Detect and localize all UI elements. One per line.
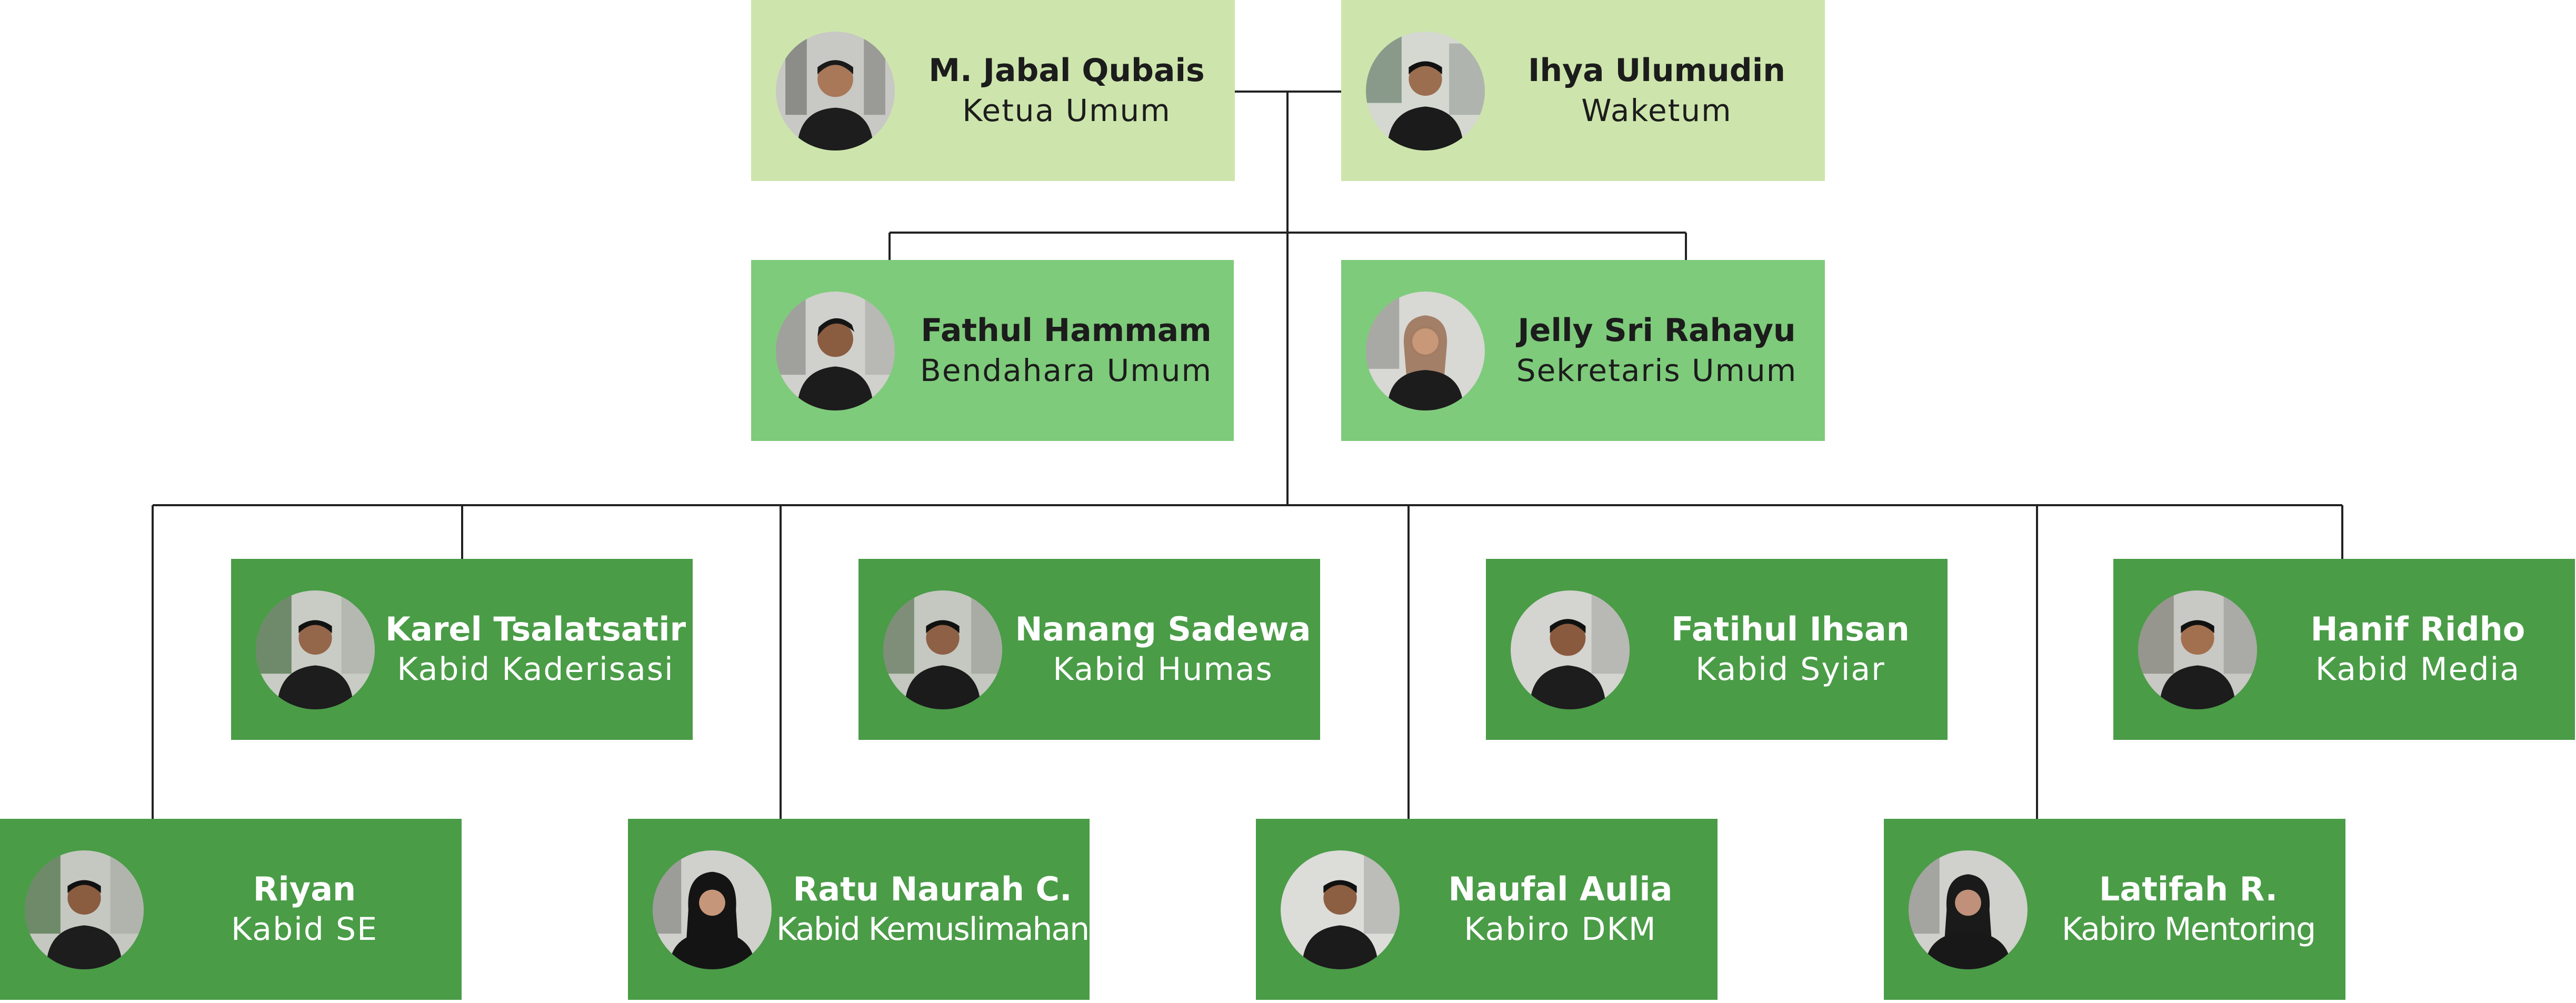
person-role: Kabid Syiar [1695, 651, 1885, 688]
person-role: Ketua Umum [962, 93, 1171, 128]
card-kabid-media: Hanif Ridho Kabid Media [2113, 559, 2575, 740]
avatar [776, 292, 895, 410]
person-name: Latifah R. [2099, 870, 2278, 908]
card-kabid-se: Riyan Kabid SE [0, 819, 462, 1000]
person-role: Kabiro DKM [1464, 911, 1657, 948]
avatar [883, 590, 1002, 709]
avatar [2138, 590, 2257, 709]
avatar [653, 850, 772, 969]
person-name: Ratu Naurah C. [793, 870, 1072, 908]
person-name: Nanang Sadewa [1015, 610, 1311, 648]
person-role: Kabid Humas [1053, 651, 1273, 688]
avatar [1366, 32, 1485, 151]
person-role: Sekretaris Umum [1516, 353, 1798, 388]
card-kabid-kemuslimahan: Ratu Naurah C. Kabid Kemuslimahan [628, 819, 1090, 1000]
person-name: Jelly Sri Rahayu [1517, 312, 1796, 349]
person-name: Hanif Ridho [2310, 610, 2525, 648]
card-kabid-kaderisasi: Karel Tsalatsatir Kabid Kaderisasi [231, 559, 693, 740]
person-role: Kabid SE [231, 911, 378, 948]
person-role: Kabid Media [2315, 651, 2521, 688]
card-waketum: Ihya Ulumudin Waketum [1341, 0, 1825, 181]
person-name: Fathul Hammam [921, 312, 1212, 349]
card-sekretaris-umum: Jelly Sri Rahayu Sekretaris Umum [1341, 260, 1825, 441]
person-role: Kabid Kemuslimahan [776, 911, 1090, 948]
person-name: Naufal Aulia [1448, 870, 1673, 908]
person-name: Ihya Ulumudin [1528, 52, 1785, 89]
card-kabid-syiar: Fatihul Ihsan Kabid Syiar [1486, 559, 1948, 740]
avatar [256, 590, 375, 709]
person-role: Kabiro Mentoring [2061, 911, 2316, 948]
avatar [25, 850, 144, 969]
person-role: Waketum [1581, 93, 1732, 128]
person-name: Riyan [253, 870, 356, 908]
avatar [1366, 292, 1485, 410]
avatar [1281, 850, 1400, 969]
person-role: Kabid Kaderisasi [397, 651, 674, 688]
card-kabiro-dkm: Naufal Aulia Kabiro DKM [1256, 819, 1718, 1000]
person-role: Bendahara Umum [920, 353, 1212, 388]
card-kabid-humas: Nanang Sadewa Kabid Humas [858, 559, 1320, 740]
person-name: Karel Tsalatsatir [385, 610, 686, 648]
person-name: M. Jabal Qubais [928, 52, 1205, 89]
card-kabiro-mentoring: Latifah R. Kabiro Mentoring [1884, 819, 2345, 1000]
card-ketua-umum: M. Jabal Qubais Ketua Umum [751, 0, 1235, 181]
person-name: Fatihul Ihsan [1671, 610, 1910, 648]
avatar [1511, 590, 1630, 709]
avatar [776, 32, 895, 151]
avatar [1909, 850, 2028, 969]
card-bendahara-umum: Fathul Hammam Bendahara Umum [751, 260, 1234, 441]
